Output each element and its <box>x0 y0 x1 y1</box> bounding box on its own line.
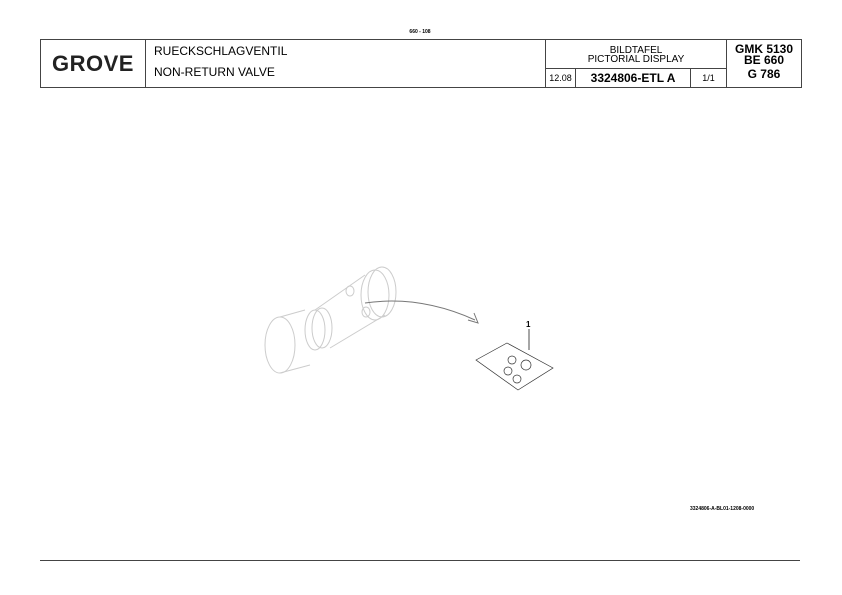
footer-divider <box>40 560 800 561</box>
display-label: BILDTAFEL PICTORIAL DISPLAY <box>546 40 727 69</box>
sheet-number: 1/1 <box>691 69 727 87</box>
title-block: GROVE RUECKSCHLAGVENTIL NON-RETURN VALVE… <box>40 39 802 88</box>
grove-logo: GROVE <box>41 40 146 87</box>
part-number: 3324806-ETL A <box>576 69 691 87</box>
seal-kit-bag <box>475 342 554 391</box>
display-german: BILDTAFEL <box>609 45 663 56</box>
date: 12.08 <box>546 69 576 87</box>
title-cell: RUECKSCHLAGVENTIL NON-RETURN VALVE <box>146 40 546 87</box>
title-english: NON-RETURN VALVE <box>154 65 275 79</box>
model-cell: GMK 5130 BE 660 G 786 <box>727 40 801 87</box>
valve-body <box>264 266 397 374</box>
callout-label: 1 <box>526 320 531 329</box>
display-english: PICTORIAL DISPLAY <box>587 54 685 65</box>
model-2: BE 660 <box>743 53 785 67</box>
arrow-icon <box>364 300 476 321</box>
model-3: G 786 <box>747 67 781 81</box>
title-german: RUECKSCHLAGVENTIL <box>154 44 288 58</box>
valve-drawing: 1 <box>264 266 554 391</box>
page-number: 660 - 108 <box>409 29 431 35</box>
model-1: GMK 5130 <box>734 42 794 56</box>
drawing-code: 3324806-A-BL01-1208-0000 <box>690 506 755 512</box>
